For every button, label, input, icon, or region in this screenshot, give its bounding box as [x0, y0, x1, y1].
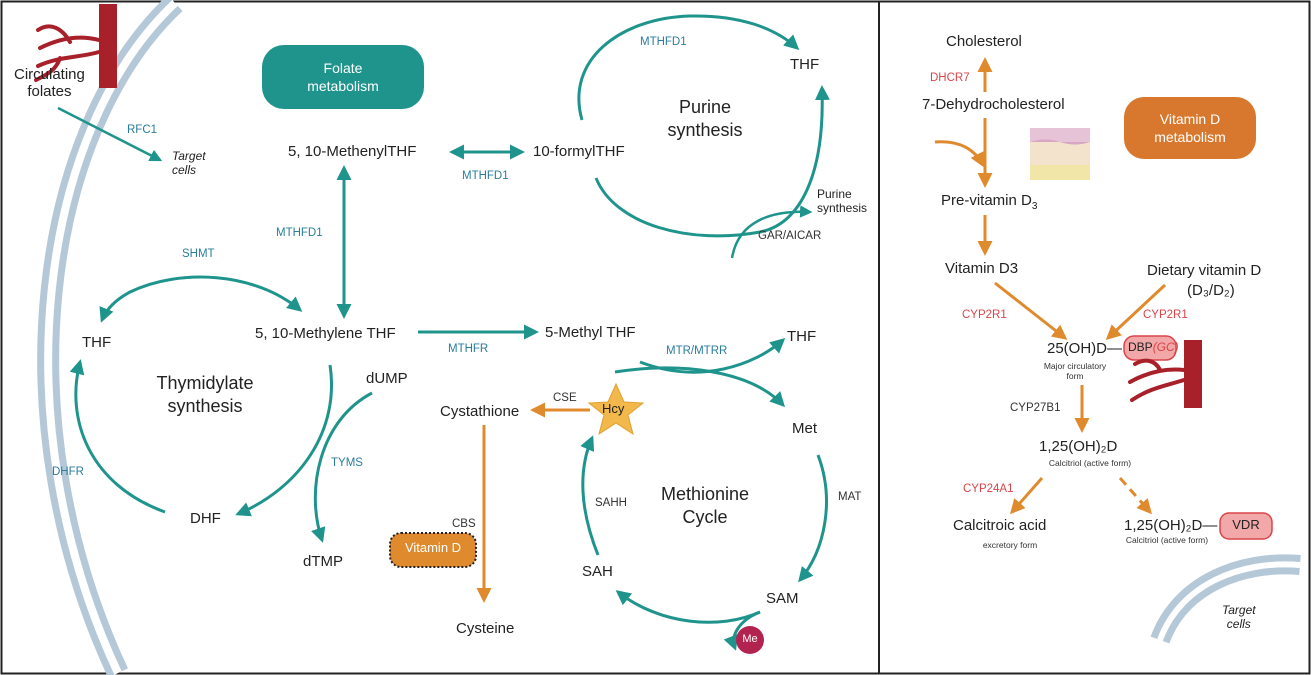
dhf-label: DHF	[190, 510, 221, 527]
purine-branch-arrow	[730, 205, 813, 259]
met-label: Met	[792, 420, 818, 437]
cse-label: CSE	[553, 392, 577, 404]
met-to-sam-arc	[798, 454, 828, 583]
cyp27b1-label: CYP27B1	[1010, 402, 1061, 414]
methylene-thf-label: 5, 10-Methylene THF	[255, 325, 396, 342]
vitamin-d-metabolism-pill: Vitamin D metabolism	[1124, 97, 1256, 159]
thf-right-label: THF	[787, 328, 817, 345]
folate-metabolism-pill: Folate metabolism	[262, 45, 424, 109]
cyp24a1-label: CYP24A1	[963, 483, 1014, 495]
sah-label: SAH	[582, 563, 613, 580]
sam-label: SAM	[766, 590, 799, 607]
formyl-thf-label: 10-formylTHF	[533, 143, 625, 160]
cyp2r1-left-label: CYP2R1	[962, 309, 1007, 321]
methionine-cycle-title: Methionine Cycle	[660, 484, 750, 528]
sam-to-sah-arc	[615, 590, 761, 624]
cyp2r1-right-label: CYP2R1	[1143, 309, 1188, 321]
blood-vessel-right-icon	[1128, 340, 1202, 408]
rfc1-label: RFC1	[127, 124, 158, 136]
hcy-label: Hcy	[602, 401, 625, 416]
calcitriol-vdr-label: 1,25(OH)₂D—	[1124, 517, 1218, 534]
circulating-folates-label: Circulating folates	[14, 66, 85, 101]
purine-synthesis-title: Purine synthesis	[667, 97, 743, 141]
methenyl-thf-label: 5, 10-MethenylTHF	[288, 143, 417, 160]
major-circulatory-caption: Major circulatory form	[1043, 361, 1107, 381]
ohd-label: 25(OH)D—	[1047, 340, 1123, 357]
mthfr-label: MTHFR	[448, 343, 489, 355]
pre-vitamin-d3-label: Pre-vitamin D3	[941, 192, 1038, 212]
mat-label: MAT	[838, 491, 862, 503]
calcitriol-vdr-caption: Calcitriol (active form)	[1125, 535, 1209, 545]
dhcr7-label: DHCR7	[930, 72, 970, 84]
me-circle	[736, 626, 764, 654]
cystathione-label: Cystathione	[440, 403, 520, 420]
uv-arrow	[934, 140, 985, 168]
cyp24a1-arrow	[1010, 477, 1044, 515]
dbp-label: DBP(GC)	[1128, 340, 1179, 354]
hcy-to-met-arc	[614, 366, 786, 408]
vdr-label: VDR	[1232, 517, 1260, 532]
thf-left-label: THF	[82, 334, 112, 351]
shmt-label: SHMT	[182, 248, 215, 260]
me-label: Me	[742, 633, 758, 645]
dehydrocholesterol-label: 7-Dehydrocholesterol	[922, 96, 1065, 113]
cbs-label: CBS	[452, 518, 476, 530]
vitamin-d3-label: Vitamin D3	[945, 260, 1019, 277]
sah-to-hcy-arc	[580, 435, 600, 556]
vdr-pill	[1219, 512, 1273, 540]
dump-label: dUMP	[366, 370, 408, 387]
gar-aicar-label: GAR/AICAR	[758, 230, 822, 242]
mthfd1-left-label: MTHFD1	[276, 227, 323, 239]
methylene-to-dhf-arc	[235, 364, 333, 517]
mthfd1-top-label: MTHFD1	[640, 36, 687, 48]
methyl-thf-label: 5-Methyl THF	[545, 324, 636, 341]
target-cells-label: Target cells	[172, 149, 206, 177]
target-cells-right-label: Target cells	[1222, 603, 1256, 631]
calcitriol-vdr-arrow	[1118, 477, 1152, 515]
purine-synthesis-small: Purine synthesis	[817, 187, 868, 215]
sahh-label: SAHH	[595, 497, 627, 509]
cyp2r1-left-arrow	[994, 281, 1068, 340]
thf-top-label: THF	[790, 56, 820, 73]
mthfd1-mid-label: MTHFD1	[462, 170, 509, 182]
vitamin-d-box-label: Vitamin D	[404, 540, 462, 555]
blood-vessel-left-icon	[34, 4, 117, 88]
dhfr-label: DHFR	[52, 466, 84, 478]
dhfr-arc	[69, 359, 166, 514]
dietary-forms-label: (D₃/D₂)	[1187, 282, 1235, 299]
calcitroic-acid-label: Calcitroic acid	[953, 517, 1047, 534]
tyms-label: TYMS	[331, 457, 363, 469]
dump-to-dtmp-arc	[311, 391, 373, 543]
vitamin-d-box	[389, 532, 477, 568]
thymidylate-synthesis-title: Thymidylate synthesis	[156, 373, 254, 417]
dtmp-label: dTMP	[303, 553, 344, 570]
sam-to-me-arrow	[723, 610, 761, 651]
calcitriol-main-caption: Calcitriol (active form)	[1048, 458, 1132, 468]
cysteine-label: Cysteine	[456, 620, 515, 637]
cyp2r1-right-arrow	[1105, 283, 1167, 341]
excretory-form-caption: excretory form	[982, 540, 1038, 550]
purine-cycle-bottom-arc	[594, 85, 830, 238]
skin-icon	[1030, 128, 1090, 180]
cell-membrane	[37, 0, 183, 675]
mtr-mtrr-label: MTR/MTRR	[666, 345, 728, 357]
purine-cycle-top-arc	[577, 14, 800, 121]
rfc1-arrow	[57, 106, 163, 162]
calcitriol-main-label: 1,25(OH)₂D	[1039, 438, 1118, 455]
cholesterol-label: Cholesterol	[946, 33, 1022, 50]
dietary-vitamin-d-label: Dietary vitamin D	[1147, 262, 1262, 279]
shmt-arc	[99, 275, 303, 323]
hcy-star	[587, 382, 645, 436]
